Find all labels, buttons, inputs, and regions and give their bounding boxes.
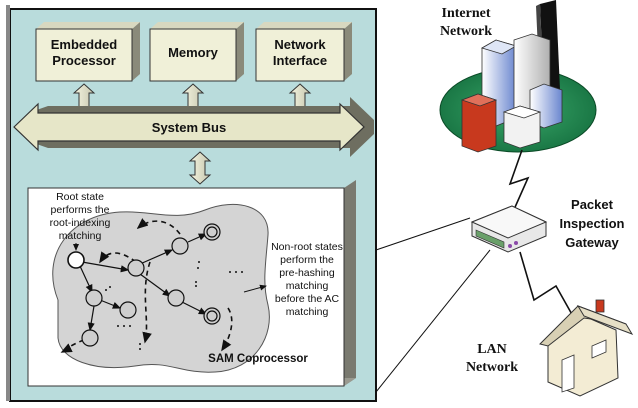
svg-text:before the AC: before the AC [275, 293, 340, 305]
automaton-failure-edges [60, 218, 233, 353]
embedded-processor-label-2: Processor [52, 53, 116, 68]
gateway-label-1: Packet [571, 197, 614, 212]
non-root-annotation: Non-root states perform the pre-hashing … [243, 241, 343, 318]
svg-text:perform the: perform the [280, 254, 334, 266]
automaton-ellipsis [105, 261, 243, 350]
svg-text:root-indexing: root-indexing [50, 217, 111, 229]
svg-text:pre-hashing: pre-hashing [279, 267, 335, 279]
automaton-states [67, 223, 221, 347]
network-interface-label-1: Network [274, 37, 326, 52]
internet-city-icon [439, 0, 597, 153]
svg-text:matching: matching [286, 306, 329, 318]
lan-network-label-2: Network [466, 360, 518, 375]
gateway-device-icon [470, 205, 548, 253]
sam-coprocessor-label: SAM Coprocessor [208, 353, 308, 365]
system-bus: System Bus [13, 97, 374, 157]
network-interface-block: Network Interface [255, 22, 352, 82]
network-interface-label-2: Interface [273, 53, 327, 68]
internet-gateway-link [508, 149, 530, 215]
memory-label: Memory [168, 45, 219, 60]
gateway-connector [375, 217, 491, 393]
lan-house-icon [539, 299, 634, 397]
gateway-lan-link [519, 251, 575, 319]
lan-network-label-1: LAN [477, 342, 507, 357]
root-state-annotation: Root state performs the root-indexing ma… [50, 191, 111, 251]
memory-block: Memory [149, 22, 244, 82]
svg-text:Non-root states: Non-root states [271, 241, 343, 253]
svg-text:Root state: Root state [56, 191, 104, 203]
gateway-label-2: Inspection [559, 216, 624, 231]
root-state [67, 251, 85, 269]
svg-text:performs the: performs the [51, 204, 110, 216]
internet-network-label-1: Internet [442, 6, 491, 21]
automaton-edges [79, 233, 208, 332]
gateway-label-3: Gateway [565, 235, 619, 250]
system-bus-label: System Bus [152, 120, 226, 135]
bus-coprocessor-arrow [188, 151, 212, 185]
automaton-blob [52, 203, 270, 373]
embedded-processor-block: Embedded Processor [35, 22, 140, 82]
svg-text:matching: matching [59, 230, 102, 242]
svg-text:matching: matching [286, 280, 329, 292]
embedded-processor-label-1: Embedded [51, 37, 118, 52]
internet-network-label-2: Network [440, 24, 492, 39]
